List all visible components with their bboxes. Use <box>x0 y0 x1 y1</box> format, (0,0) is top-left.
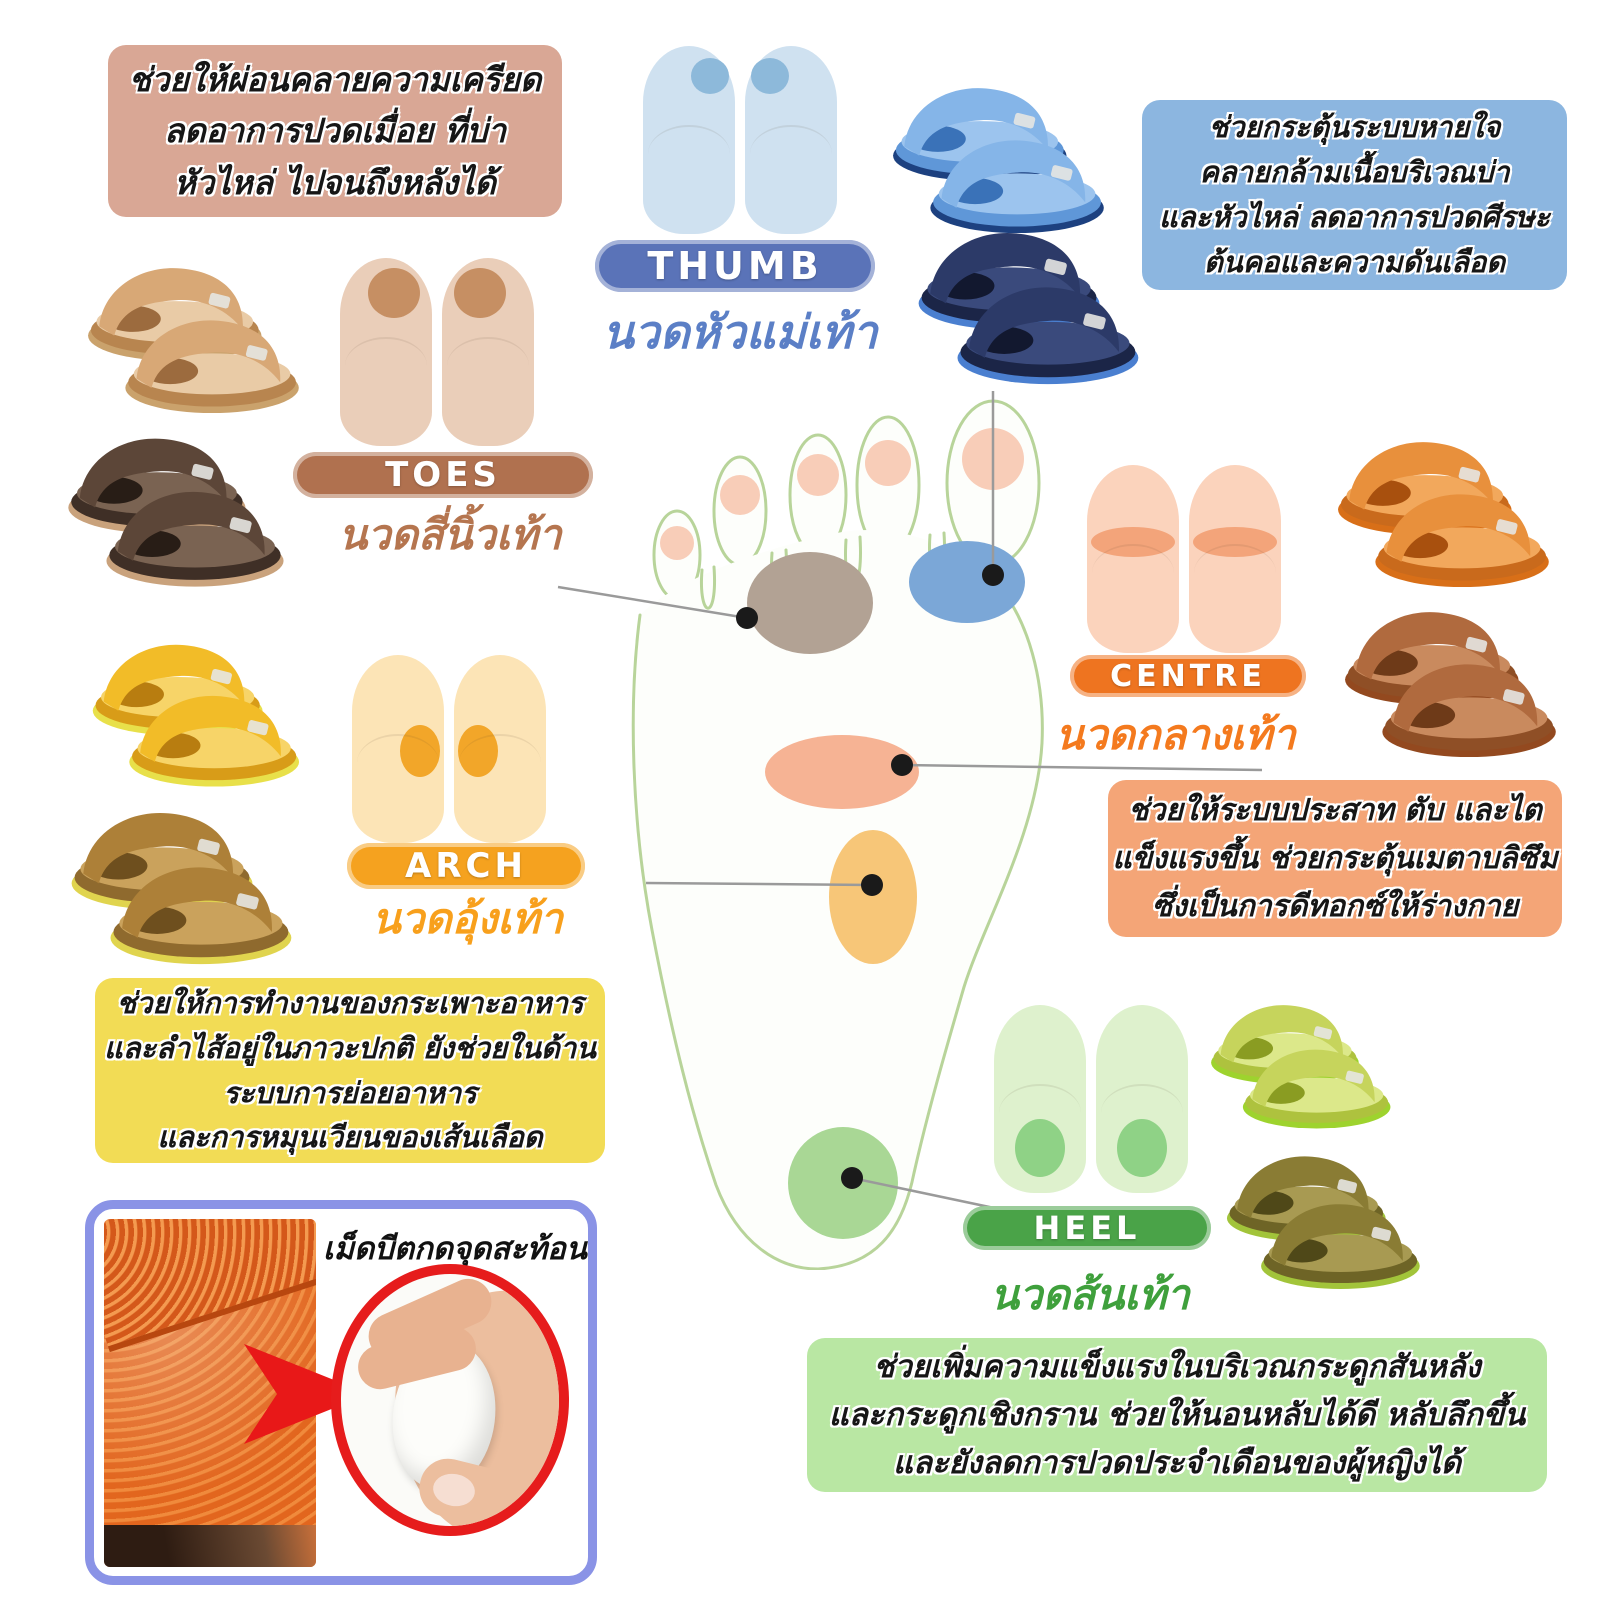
note-centre-line: ช่วยให้ระบบประสาท ตับ และไต <box>1128 792 1542 828</box>
insole-right <box>454 655 546 843</box>
massage-spot <box>458 725 498 777</box>
massage-spot <box>1015 1119 1065 1177</box>
fourth-toe-outline <box>712 455 768 567</box>
insole-pair-centre <box>1087 465 1281 653</box>
massage-spot <box>400 725 440 777</box>
slipper-pair-lime <box>1200 988 1400 1132</box>
insole-pair-toes <box>340 258 534 446</box>
zone-area-thumb <box>909 541 1025 623</box>
note-thumb-line: คลายกล้ามเนื้อบริเวณบ่า <box>1199 155 1510 190</box>
note-arch-line: และลำไส้อยู่ในภาวะปกติ ยังช่วยในด้าน <box>104 1030 596 1065</box>
third-toe-outline <box>788 433 848 557</box>
zone-area-toes <box>747 552 873 654</box>
note-arch: ช่วยให้การทำงานของกระเพาะอาหาร และลำไส้อ… <box>95 978 605 1163</box>
zone-thai-thumb: นวดหัวแม่เท้า <box>602 305 878 359</box>
massage-spot <box>454 268 506 318</box>
zone-pill-centre-label: CENTRE <box>1110 658 1266 694</box>
note-centre-line: แข็งแรงขึ้น ช่วยกระตุ้นเมตาบลิซึม <box>1112 840 1558 876</box>
note-arch-line: และการหมุนเวียนของเส้นเลือด <box>157 1120 543 1155</box>
insole-right <box>1096 1005 1188 1193</box>
note-heel-line: ช่วยเพิ่มความแข็งแรงในบริเวณกระดูกสันหลั… <box>873 1348 1481 1385</box>
zone-thai-heel: นวดส้นเท้า <box>990 1270 1190 1319</box>
insole-left <box>352 655 444 843</box>
bead-feature-title: เม็ดบีตกดจุดสะท้อน <box>323 1231 587 1267</box>
massage-spot <box>1117 1119 1167 1177</box>
note-toes-line: ลดอาการปวดเมื่อย ที่บ่า <box>163 111 507 151</box>
toe-pads <box>660 428 1024 560</box>
zone-thai-centre: นวดกลางเท้า <box>1055 710 1296 759</box>
big-toe-outline <box>945 399 1041 567</box>
zone-pill-heel: HEEL <box>963 1206 1211 1250</box>
slipper-pair-navy <box>905 212 1150 389</box>
note-toes-line: ช่วยให้ผ่อนคลายความเครียด <box>128 60 542 100</box>
insole-left <box>643 46 735 234</box>
slipper-pair-rust <box>1332 592 1567 762</box>
slipper-pair-dark-brown <box>55 418 295 591</box>
zone-area-arch <box>829 830 917 964</box>
massage-spot <box>691 58 729 94</box>
zone-area-heel <box>788 1127 898 1239</box>
note-toes: ช่วยให้ผ่อนคลายความเครียด ลดอาการปวดเมื่… <box>108 45 562 217</box>
insole-right <box>745 46 837 234</box>
zone-pill-thumb: THUMB <box>595 240 875 292</box>
zone-pill-heel-label: HEEL <box>1033 1209 1141 1247</box>
insole-left <box>1087 465 1179 653</box>
zone-pill-arch: ARCH <box>347 843 585 889</box>
note-thumb-line: และหัวไหล่ ลดอาการปวดศีรษะ <box>1159 200 1550 234</box>
massage-spot <box>751 58 789 94</box>
zone-dots <box>736 564 1004 1189</box>
note-centre-line: ซึ่งเป็นการดีทอกซ์ให้ร่างกาย <box>1151 888 1519 924</box>
photo-floor-shadow <box>104 1525 316 1567</box>
insole-right <box>1189 465 1281 653</box>
note-toes-line: หัวไหล่ ไปจนถึงหลังได้ <box>174 162 496 202</box>
zone-pill-toes-label: TOES <box>385 455 501 495</box>
zone-thai-arch: นวดอุ้งเท้า <box>372 894 563 943</box>
foot-outline <box>631 583 1044 1270</box>
zone-pill-toes: TOES <box>293 452 593 498</box>
insole-right <box>442 258 534 446</box>
magnifier-circle <box>331 1264 569 1536</box>
note-thumb-line: ช่วยกระตุ้นระบบหายใจ <box>1208 110 1501 145</box>
bead-feature-frame: เม็ดบีตกดจุดสะท้อน <box>85 1200 597 1585</box>
zone-pill-centre: CENTRE <box>1070 655 1306 697</box>
zone-pill-arch-label: ARCH <box>405 846 527 886</box>
little-toe-outline <box>652 509 702 601</box>
insole-left <box>340 258 432 446</box>
slipper-pair-yellow <box>80 625 310 791</box>
zone-pill-thumb-label: THUMB <box>647 244 823 288</box>
toe-gap-lines <box>699 531 946 610</box>
zone-area-centre <box>765 735 919 809</box>
insole-pair-arch <box>352 655 546 843</box>
slipper-pair-olive <box>1215 1138 1430 1293</box>
second-toe-outline <box>855 415 921 555</box>
note-heel-line: และกระดูกเชิงกราน ช่วยให้นอนหลับได้ดี หล… <box>828 1396 1526 1433</box>
note-centre: ช่วยให้ระบบประสาท ตับ และไต แข็งแรงขึ้น … <box>1108 780 1562 937</box>
note-heel-line: และยังลดการปวดประจำเดือนของผู้หญิงได้ <box>892 1445 1461 1482</box>
massage-spot <box>1091 527 1175 557</box>
slipper-pair-orange <box>1325 422 1560 592</box>
note-heel: ช่วยเพิ่มความแข็งแรงในบริเวณกระดูกสันหลั… <box>807 1338 1547 1492</box>
note-thumb: ช่วยกระตุ้นระบบหายใจ คลายกล้ามเนื้อบริเว… <box>1142 100 1567 290</box>
insole-pair-heel <box>994 1005 1188 1193</box>
slipper-strap <box>104 1219 316 1353</box>
note-arch-line: ช่วยให้การทำงานของกระเพาะอาหาร <box>116 985 584 1020</box>
zone-thai-toes: นวดสี่นิ้วเท้า <box>338 510 562 559</box>
slipper-pair-tan <box>75 248 310 418</box>
slipper-pair-khaki <box>58 792 303 969</box>
foot-body-fill <box>633 530 1043 1269</box>
massage-spot <box>368 268 420 318</box>
insole-left <box>994 1005 1086 1193</box>
note-arch-line: ระบบการย่อยอาหาร <box>223 1075 477 1110</box>
massage-spot <box>1193 527 1277 557</box>
note-thumb-line: ต้นคอและความดันเลือด <box>1203 244 1506 279</box>
insole-pair-thumb <box>643 46 837 234</box>
